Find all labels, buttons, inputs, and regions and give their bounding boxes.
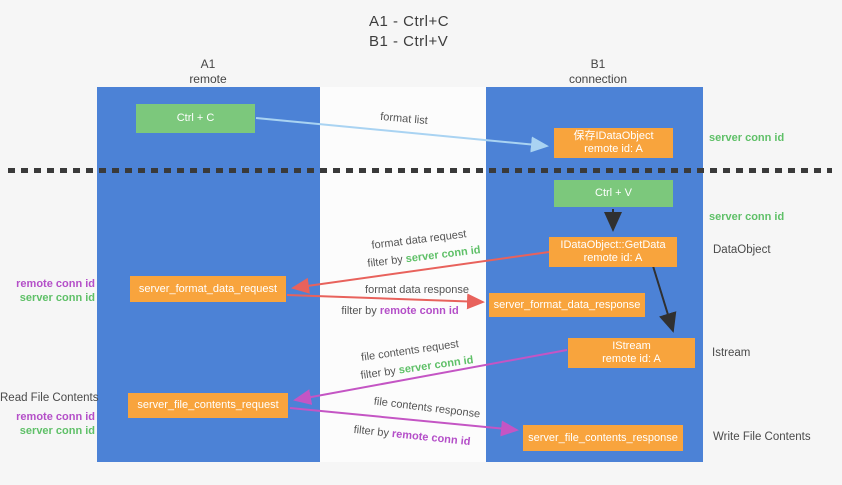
lane-a1-name: A1 (200, 57, 216, 71)
node-save-idataobject-line1: 保存IDataObject (573, 130, 654, 142)
page-title: A1 - Ctrl+C B1 - Ctrl+V (369, 12, 449, 52)
node-istream-line2: remote id: A (602, 353, 661, 365)
lane-header-a1: A1 remote (148, 57, 268, 87)
node-ctrl-c-label: Ctrl + C (176, 112, 215, 124)
label-istream: Istream (712, 347, 751, 359)
node-ctrl-v: Ctrl + V (554, 180, 673, 207)
session-divider-line (8, 168, 832, 173)
node-istream: IStream remote id: A (568, 338, 695, 368)
node-format-response-label: server_format_data_response (493, 298, 641, 311)
node-getdata-line1: IDataObject::GetData (560, 239, 666, 251)
node-ctrl-c: Ctrl + C (136, 104, 255, 133)
label-server-conn-id-1: server conn id (19, 292, 95, 304)
label-remote-conn-id-1: remote conn id (16, 278, 95, 290)
label-dataobject: DataObject (713, 244, 771, 256)
lane-a1-subtitle: remote (189, 72, 227, 86)
label-read-file-contents: Read File Contents (0, 392, 99, 404)
node-server-format-data-request: server_format_data_request (130, 276, 286, 302)
node-istream-line1: IStream (612, 340, 651, 352)
edge-label-format-data-response: format data response (365, 284, 469, 296)
node-idataobject-getdata: IDataObject::GetData remote id: A (549, 237, 677, 267)
node-save-idataobject: 保存IDataObject remote id: A (554, 128, 673, 158)
label-write-file-contents: Write File Contents (713, 431, 811, 443)
node-file-response-label: server_file_contents_response (528, 431, 678, 444)
label-remote-conn-id-2: remote conn id (16, 411, 95, 423)
node-format-request-label: server_format_data_request (138, 282, 278, 295)
node-server-file-contents-response: server_file_contents_response (523, 425, 683, 451)
filter-by-text: filter by (341, 305, 377, 317)
node-ctrl-v-label: Ctrl + V (595, 187, 632, 199)
lane-b1-subtitle: connection (568, 72, 628, 86)
remote-conn-id-text: remote conn id (379, 305, 459, 317)
lane-header-b1: B1 connection (538, 57, 658, 87)
lane-b1-name: B1 (590, 57, 606, 71)
node-file-request-label: server_file_contents_request (137, 399, 279, 411)
label-server-conn-id-2: server conn id (19, 425, 95, 437)
title-line-2: B1 - Ctrl+V (369, 33, 449, 50)
node-server-file-contents-request: server_file_contents_request (128, 393, 288, 418)
node-server-format-data-response: server_format_data_response (489, 293, 645, 317)
node-getdata-line2: remote id: A (583, 252, 643, 264)
node-save-idataobject-line2: remote id: A (584, 143, 643, 155)
title-line-1: A1 - Ctrl+C (369, 13, 450, 30)
edge-label-filter-remote-1: filter by remote conn id (341, 305, 458, 317)
label-server-conn-id-mid: server conn id (709, 211, 785, 223)
label-server-conn-id-top: server conn id (709, 132, 785, 144)
